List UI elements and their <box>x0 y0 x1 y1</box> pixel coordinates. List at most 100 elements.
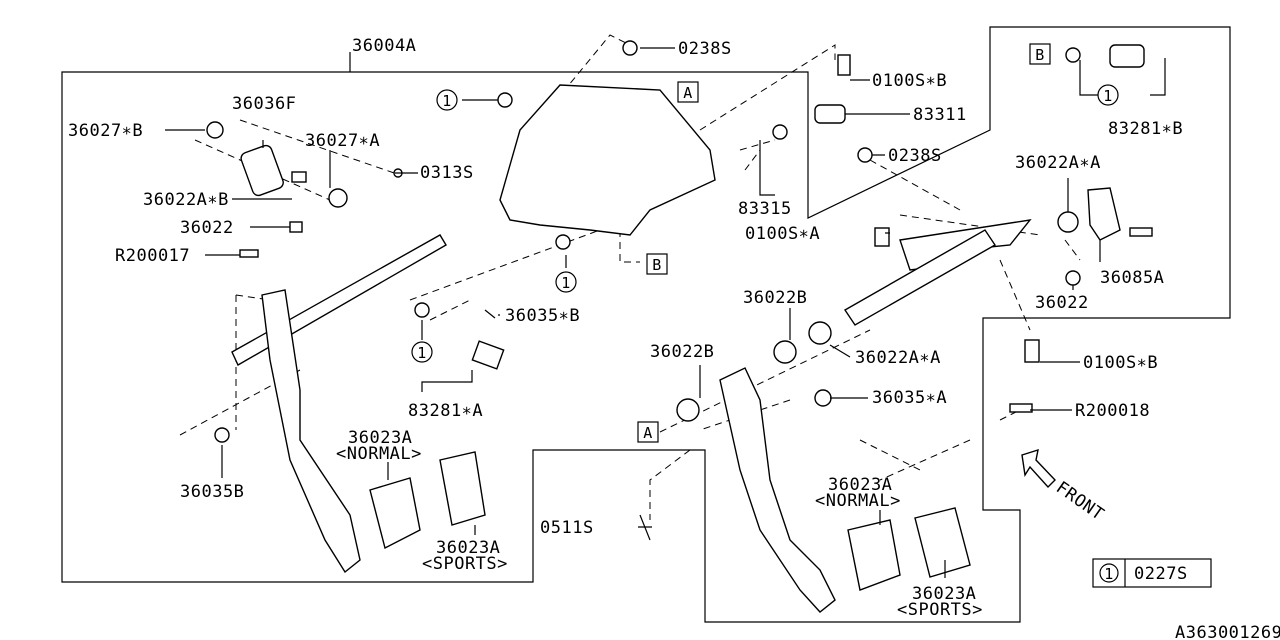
svg-text:1: 1 <box>442 92 452 110</box>
label-sports: <SPORTS> <box>422 554 508 574</box>
assembly-frame <box>61 26 1231 623</box>
label-normal: <NORMAL> <box>336 444 422 464</box>
label-r200017: R200017 <box>115 246 190 266</box>
part-labels: 36004A 0238S 0100S∗B 83311 0238S 83315 8… <box>68 36 1183 620</box>
label-0100s-b: 0100S∗B <box>1083 353 1158 373</box>
callout-box-b: B <box>1029 43 1051 65</box>
stopper-b-star-part <box>484 309 496 319</box>
label-36022b: 36022B <box>743 288 807 308</box>
label-0511s: 0511S <box>540 518 594 538</box>
callout-box-a: A <box>677 81 699 103</box>
label-normal: <NORMAL> <box>815 491 901 511</box>
pin-r200017-part <box>239 249 259 258</box>
label-front: FRONT <box>1052 478 1107 525</box>
label-36036f: 36036F <box>232 94 296 114</box>
label-36035b: 36035B <box>180 482 244 502</box>
nut-b-part <box>555 234 571 250</box>
legend: 1 0227S <box>1092 558 1212 588</box>
switch-a-part <box>471 340 505 370</box>
svg-text:1: 1 <box>561 274 571 292</box>
callout-circle-1: 1 <box>555 271 577 293</box>
label-36022: 36022 <box>1035 293 1089 313</box>
label-36035-a: 36035∗A <box>872 388 947 408</box>
bushing-b-upper-part <box>773 340 797 364</box>
label-83281-b: 83281∗B <box>1108 119 1183 139</box>
pin-right-part <box>1129 227 1153 237</box>
label-36023a: 36023A <box>348 428 412 448</box>
leaders <box>165 47 1166 578</box>
nut-part <box>497 92 513 108</box>
label-36023a: 36023A <box>436 538 500 558</box>
pedal-arm-left <box>261 289 361 574</box>
label-36004a: 36004A <box>352 36 416 56</box>
bolt-a-part <box>874 227 890 247</box>
legend-part: 0227S <box>1134 564 1188 584</box>
bushing-right-part <box>1057 211 1079 233</box>
label-36022a-b: 36022A∗B <box>143 190 229 210</box>
bolt-b-lower-part <box>1024 339 1040 363</box>
pedal-bracket <box>499 84 716 236</box>
nut-top-part <box>622 40 638 56</box>
label-83311: 83311 <box>913 105 967 125</box>
label-0238s: 0238S <box>678 39 732 59</box>
label-0100s-a: 0100S∗A <box>745 224 820 244</box>
pedal-arm-right <box>719 367 836 613</box>
svg-text:A: A <box>643 424 653 442</box>
nut-mid-part <box>857 147 873 163</box>
front-arrow-icon <box>1021 448 1056 489</box>
pad-normal-left-part <box>369 477 421 550</box>
label-36022a-a: 36022A∗A <box>855 348 941 368</box>
label-83315: 83315 <box>738 199 792 219</box>
label-36022: 36022 <box>180 218 234 238</box>
svg-text:B: B <box>1035 46 1045 64</box>
plate-right <box>1087 187 1121 241</box>
label-0100s-b: 0100S∗B <box>872 71 947 91</box>
bushing-small-right-part <box>1065 270 1081 286</box>
label-sports: <SPORTS> <box>897 600 983 620</box>
label-83281-a: 83281∗A <box>408 401 483 421</box>
callout-box-a: A <box>637 421 659 443</box>
label-36027-a: 36027∗A <box>305 131 380 151</box>
label-36023a: 36023A <box>912 584 976 604</box>
nut-b-switch <box>1065 47 1081 63</box>
switch-83311-part <box>814 104 846 124</box>
bushing-a-mid-part <box>808 321 832 345</box>
svg-text:1: 1 <box>417 344 427 362</box>
label-36085a: 36085A <box>1100 268 1164 288</box>
label-0238s: 0238S <box>888 146 942 166</box>
bushing-b-lower-part <box>676 398 700 422</box>
nut-switch-a <box>414 302 430 318</box>
label-0313s: 0313S <box>420 163 474 183</box>
bolt-top-part <box>837 54 851 76</box>
stopper-b-part <box>214 427 230 443</box>
spring-part <box>240 144 284 197</box>
label-36022b: 36022B <box>650 342 714 362</box>
pad-normal-right-part <box>847 519 901 591</box>
bushing-ab-part <box>291 171 307 183</box>
svg-text:A: A <box>683 84 693 102</box>
pad-sports-right-part <box>914 507 971 578</box>
bushing-left-part <box>289 221 303 233</box>
callout-circle-1: 1 <box>411 341 433 363</box>
rod-b-part <box>206 121 224 139</box>
shaft-right <box>844 229 996 326</box>
rod-a-part <box>328 188 348 208</box>
svg-text:B: B <box>652 256 662 274</box>
switch-b-part <box>1109 44 1145 68</box>
pin-r200018-part <box>1009 403 1033 413</box>
label-36023a: 36023A <box>828 475 892 495</box>
legend-symbol: 1 <box>1104 565 1114 583</box>
pad-sports-left-part <box>439 451 486 526</box>
callout-circle-1: 1 <box>436 89 458 111</box>
label-36022a-a: 36022A∗A <box>1015 153 1101 173</box>
label-r200018: R200018 <box>1075 401 1150 421</box>
callout-box-b: B <box>646 253 668 275</box>
callout-circle-1: 1 <box>1097 84 1119 106</box>
stopper-a-part <box>814 389 832 407</box>
svg-text:1: 1 <box>1103 87 1113 105</box>
label-36035-b: 36035∗B <box>505 306 580 326</box>
diagram-code: A363001269 <box>1175 623 1280 640</box>
label-36027-b: 36027∗B <box>68 121 143 141</box>
clip-83315-part <box>772 124 788 140</box>
